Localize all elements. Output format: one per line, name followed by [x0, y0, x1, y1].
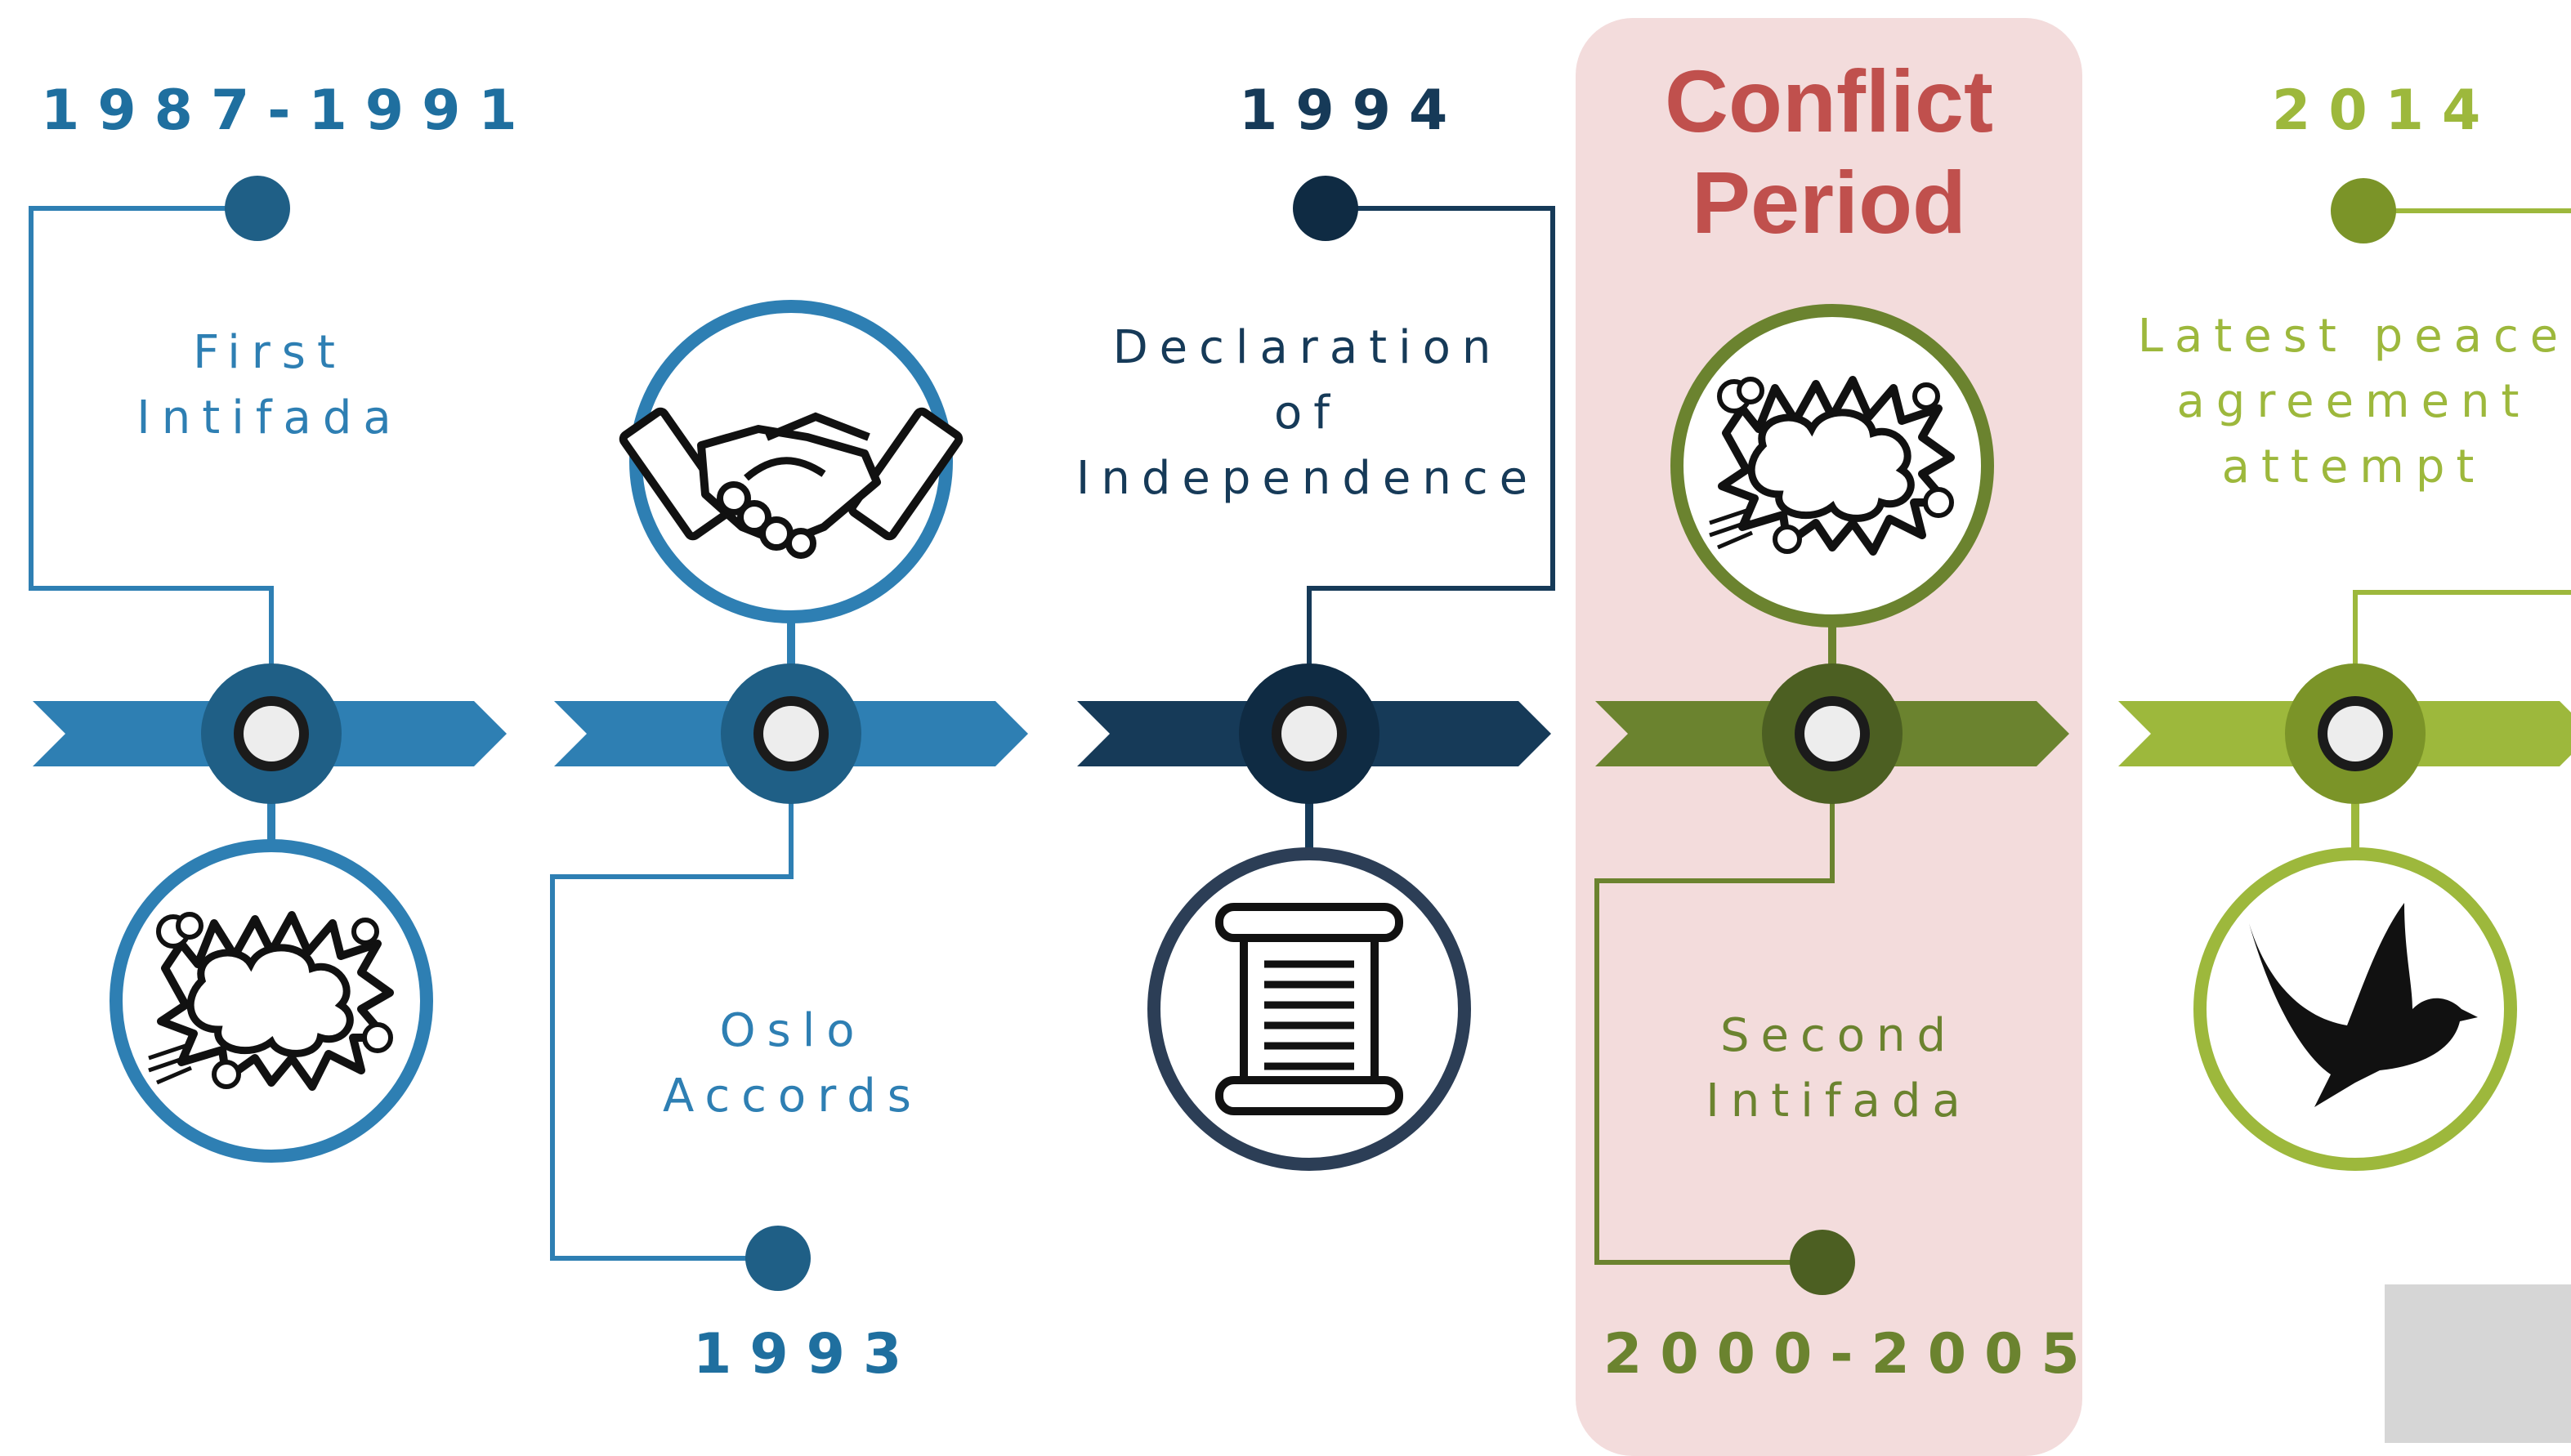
event-year-1994: 1994 — [1239, 78, 1466, 143]
event-dot-0 — [225, 176, 290, 241]
timeline-node-center-3 — [1804, 706, 1860, 761]
connector-line-0 — [29, 206, 274, 670]
timeline-node-center-0 — [244, 706, 299, 761]
event-year-2000-2005: 2000-2005 — [1603, 1322, 2098, 1387]
connector-line-4 — [2353, 208, 2571, 670]
event-year-1987-1991: 1987-1991 — [41, 78, 535, 143]
event-year-1993: 1993 — [693, 1322, 920, 1387]
event-year-2014: 2014 — [2272, 78, 2499, 143]
event-dot-4 — [2331, 178, 2396, 243]
timeline-node-center-1 — [763, 706, 819, 761]
timeline-node-center-4 — [2327, 706, 2383, 761]
event-dot-2 — [1293, 176, 1358, 241]
connector-line-3 — [1594, 801, 1835, 1265]
event-label-oslo-accords: Oslo Accords — [663, 1004, 923, 1123]
connector-line-2 — [1307, 206, 1555, 670]
event-dot-3 — [1790, 1230, 1855, 1295]
gray-box — [2385, 1284, 2571, 1443]
event-label-declaration-of-independence: Declaration of Independence — [1075, 321, 1540, 505]
scroll-icon — [1219, 907, 1399, 1111]
event-dot-1 — [745, 1226, 811, 1291]
event-label-first-intifada: First Intifada — [136, 326, 403, 444]
conflict-period-title: Conflict Period — [1665, 51, 1993, 252]
timeline-node-center-2 — [1281, 706, 1337, 761]
event-label-second-intifada: Second Intifada — [1706, 1009, 1972, 1128]
event-label-latest-peace-agreement-attempt: Latest peace agreement attempt — [2137, 310, 2570, 494]
connector-line-1 — [550, 801, 794, 1261]
